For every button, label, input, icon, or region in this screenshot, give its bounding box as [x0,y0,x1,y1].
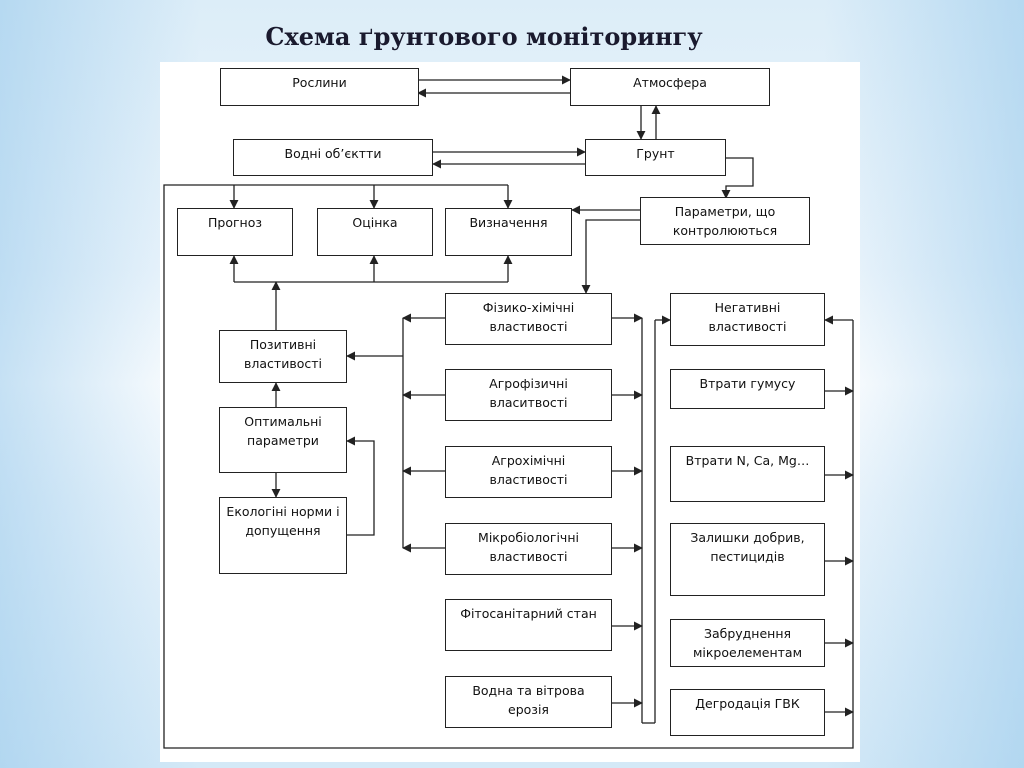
box-water-label: Водні об’єктти [284,146,382,161]
box-ecological-norms-label: Екологіні норми і допущення [226,504,340,539]
arrow-eco-optimal [346,436,375,536]
arrow-soil-parameters [721,157,754,199]
box-humus-loss: Втрати гумусу [670,369,825,409]
box-phytosanitary-label: Фітосанітарний стан [460,606,597,621]
slide-title: Схема ґрунтового моніторингу [265,22,703,51]
box-soil-label: Грунт [636,146,675,161]
box-agrochemical-label: Агрохімічні властивості [489,453,568,488]
outer-feedback-line [163,184,854,749]
box-controlled-parameters: Параметри, що контролюються [640,197,810,245]
arrow-parameters-physchem [581,219,640,294]
box-microelement-pollution-label: Забруднення мікроелементам [692,626,803,661]
box-optimal-parameters: Оптимальні параметри [219,407,347,473]
box-erosion: Водна та вітрова ерозія [445,676,612,728]
box-atmosphere-label: Атмосфера [633,75,707,90]
box-plants-label: Рослини [292,75,347,90]
box-determination: Визначення [445,208,572,256]
box-optimal-parameters-label: Оптимальні параметри [244,414,322,449]
box-physico-chemical-label: Фізико-хімічні властивості [482,300,575,335]
box-forecast: Прогноз [177,208,293,256]
box-forecast-label: Прогноз [207,215,263,230]
box-agrophysical-label: Агрофізичні власитвості [489,376,568,411]
box-fertilizer-residues: Залишки добрив, пестицидів [670,523,825,596]
box-atmosphere: Атмосфера [570,68,770,106]
box-evaluation: Оцінка [317,208,433,256]
box-physico-chemical: Фізико-хімічні властивості [445,293,612,345]
box-n-ca-mg-loss-label: Втрати N, Ca, Mg… [685,453,810,468]
box-positive-properties-label: Позитивні властивості [244,337,322,372]
box-microbiological: Мікробіологічні властивості [445,523,612,575]
box-positive-properties: Позитивні властивості [219,330,347,383]
box-microbiological-label: Мікробіологічні властивості [478,530,579,565]
box-plants: Рослини [220,68,419,106]
box-negative-properties-label: Негативні властивості [708,300,787,335]
box-fertilizer-residues-label: Залишки добрив, пестицидів [690,530,805,565]
box-water-objects: Водні об’єктти [233,139,433,176]
box-microelement-pollution: Забруднення мікроелементам [670,619,825,667]
box-soil: Грунт [585,139,726,176]
box-controlled-parameters-label: Параметри, що контролюються [672,204,778,239]
box-humus-loss-label: Втрати гумусу [699,376,796,391]
box-negative-properties: Негативні властивості [670,293,825,346]
box-gwl-degradation-label: Дегродація ГВК [695,696,800,711]
box-agrophysical: Агрофізичні власитвості [445,369,612,421]
box-ecological-norms: Екологіні норми і допущення [219,497,347,574]
box-determination-label: Визначення [469,215,548,230]
box-evaluation-label: Оцінка [352,215,398,230]
box-agrochemical: Агрохімічні властивості [445,446,612,498]
box-gwl-degradation: Дегродація ГВК [670,689,825,736]
box-n-ca-mg-loss: Втрати N, Ca, Mg… [670,446,825,502]
box-erosion-label: Водна та вітрова ерозія [472,683,585,718]
box-phytosanitary: Фітосанітарний стан [445,599,612,651]
